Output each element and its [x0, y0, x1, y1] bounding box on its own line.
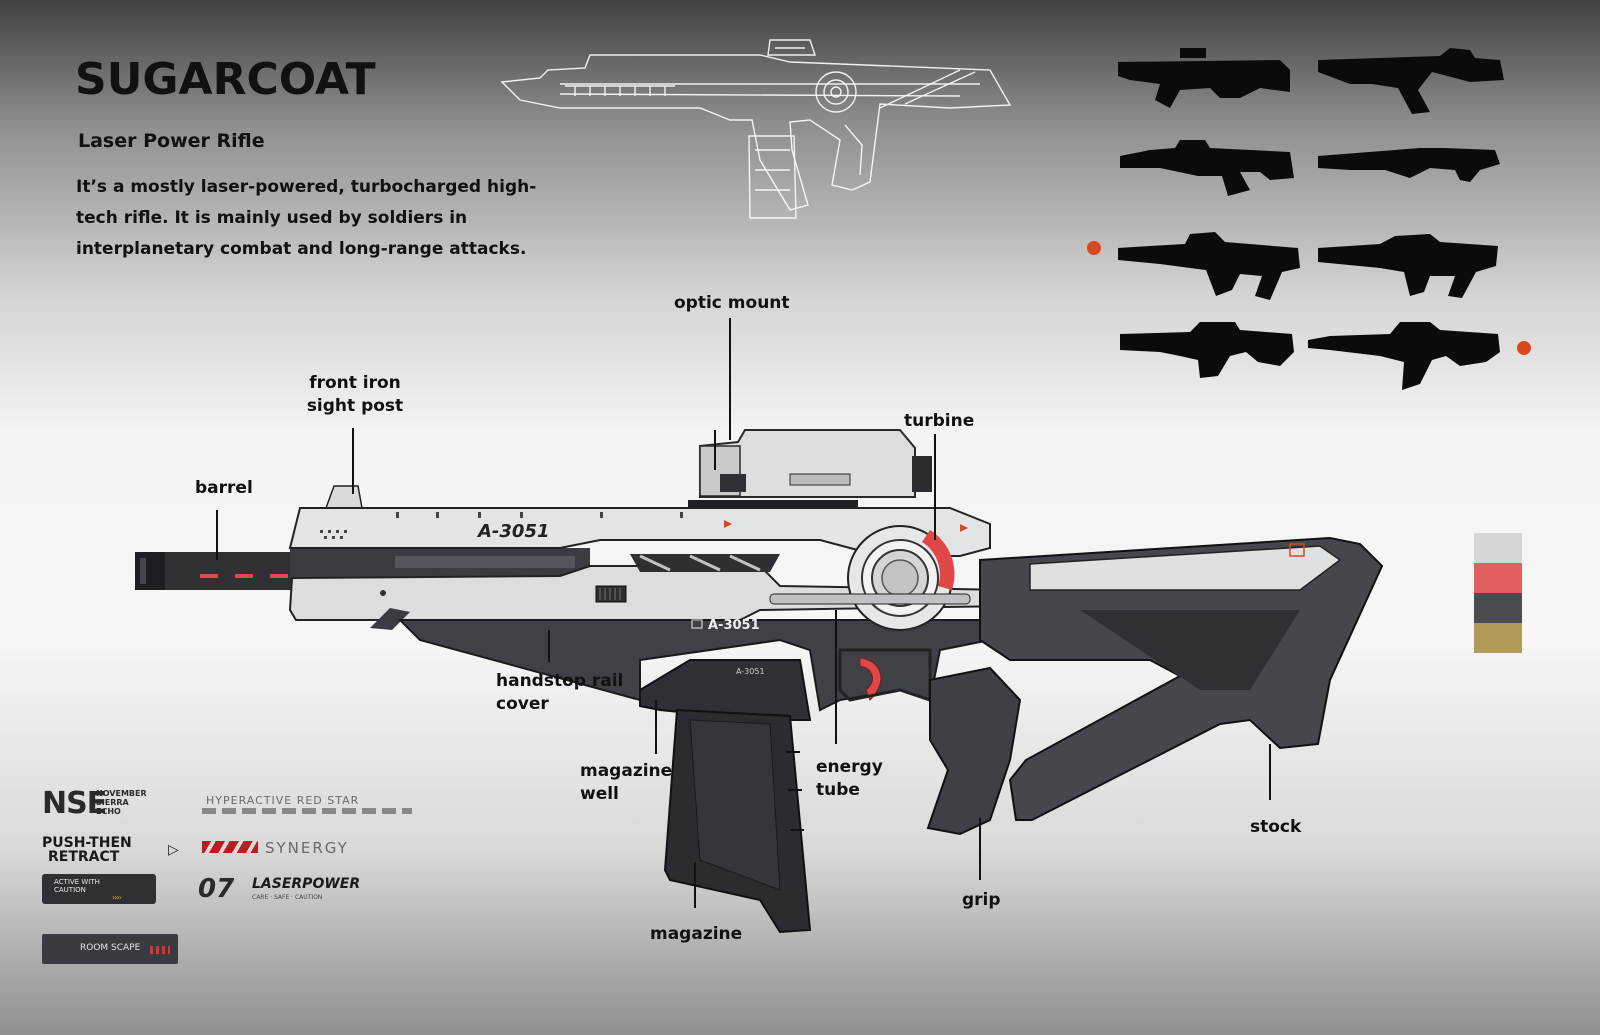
logo-roomscape: ROOM SCAPE: [42, 934, 178, 964]
silhouette-7: [1120, 322, 1294, 378]
upper-serial-marking: A-3051: [476, 521, 550, 542]
silhouette-4: [1318, 148, 1500, 182]
turbine-assembly: [847, 525, 955, 631]
callout-handstop-rail-cover: handstop rail cover: [496, 671, 624, 714]
stock-body: [979, 536, 1384, 821]
logo-nse: NSE: [42, 786, 107, 821]
silhouette-2: [1318, 48, 1504, 114]
lower-serial-marking: A-3051: [708, 618, 760, 633]
logo-laserpower: LASERPOWER: [252, 876, 361, 892]
callout-stock: stock: [1250, 817, 1302, 837]
wireframe-sketch: [500, 39, 1012, 219]
roomscape-text: ROOM SCAPE: [80, 943, 141, 953]
callout-magazine-well: magazine well: [580, 761, 673, 804]
callout-energy-tube: energy tube: [816, 757, 883, 800]
rifle-barrel: [135, 548, 590, 590]
synergy-stripes-icon: [202, 841, 258, 853]
logo-laserpower-sub: CARE · SAFE · CAUTION: [252, 894, 323, 901]
silhouette-8: [1308, 322, 1500, 390]
logo-synergy: SYNERGY: [265, 839, 349, 857]
front-iron-sight: [324, 485, 363, 509]
silhouette-5: [1118, 232, 1300, 300]
selected-variant-dot-right: [1517, 341, 1531, 355]
swatch-light: [1474, 533, 1522, 563]
silhouette-variants: [1087, 48, 1531, 390]
callout-front-iron-sight-post: front iron sight post: [306, 373, 404, 416]
page-title: SUGARCOAT: [75, 54, 376, 105]
swatch-gold: [1474, 623, 1522, 653]
callout-leader-lines: [216, 318, 1271, 908]
swatch-dark: [1474, 593, 1522, 623]
swatch-red: [1474, 563, 1522, 593]
chevrons-icon: ››››: [112, 893, 122, 902]
page-subtitle: Laser Power Rifle: [78, 130, 265, 152]
logo-07: 07: [198, 874, 235, 904]
callout-turbine: turbine: [904, 411, 975, 431]
silhouette-6: [1318, 234, 1498, 298]
grip-body: [926, 666, 1022, 836]
silhouette-1: [1118, 48, 1290, 108]
logo-hyperactive: HYPERACTIVE RED STAR: [206, 794, 360, 807]
energy-tube-body: [769, 593, 971, 605]
callout-magazine: magazine: [650, 924, 743, 944]
callout-optic-mount: optic mount: [674, 293, 790, 313]
selected-variant-dot-left: [1087, 241, 1101, 255]
callout-grip: grip: [962, 890, 1001, 910]
roomscape-stripes-icon: [150, 946, 170, 954]
weapon-description: It’s a mostly laser-powered, turbocharge…: [76, 177, 537, 259]
silhouette-3: [1120, 140, 1294, 196]
mag-serial-marking: A-3051: [736, 667, 765, 676]
callout-barrel: barrel: [195, 478, 253, 498]
magazine-well-body: [639, 659, 812, 721]
rifle-optic: [688, 429, 932, 514]
rifle-illustration: [135, 429, 1384, 934]
play-arrow-icon: ▷: [168, 842, 179, 858]
handstop: [370, 608, 410, 630]
logo-hyperactive-stripes: [202, 808, 412, 814]
